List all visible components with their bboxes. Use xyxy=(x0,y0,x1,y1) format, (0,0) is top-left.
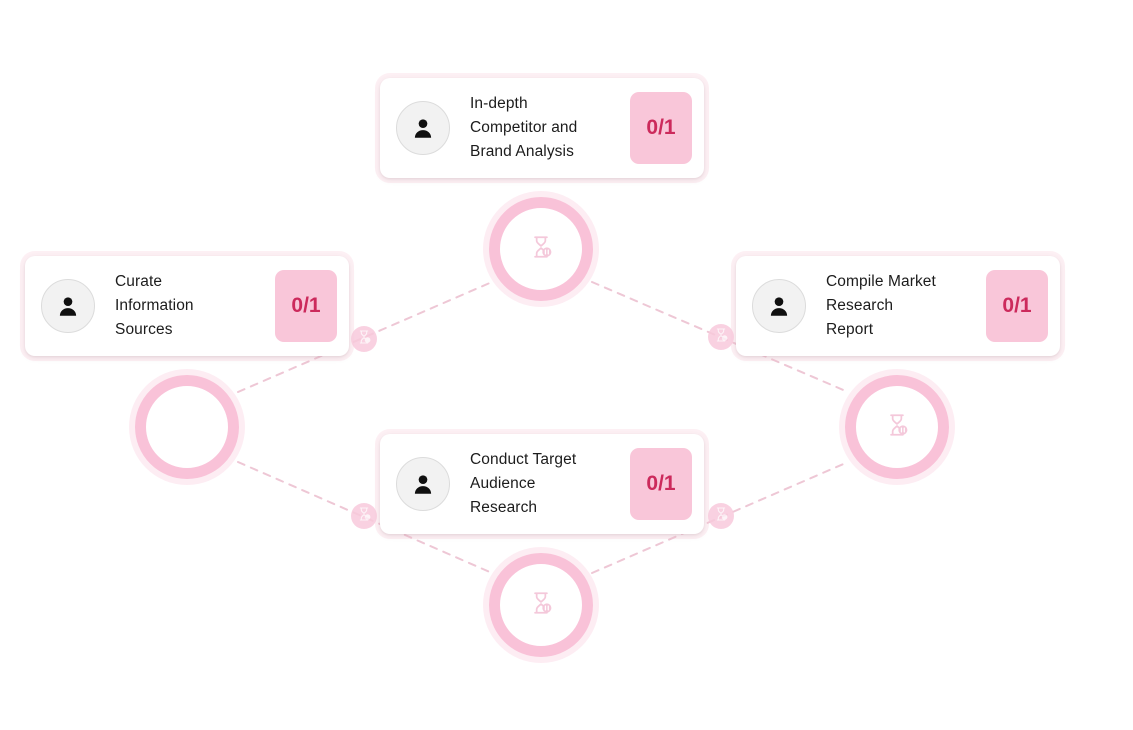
hourglass-icon xyxy=(884,412,910,443)
task-count-badge[interactable]: 0/1 xyxy=(986,270,1048,342)
avatar xyxy=(41,279,95,333)
gateway-start-left[interactable] xyxy=(135,375,239,479)
edge-badge-upper-right[interactable] xyxy=(708,324,734,350)
task-label: Curate Information Sources xyxy=(115,273,194,338)
person-icon xyxy=(766,293,792,319)
hourglass-icon xyxy=(528,234,554,265)
person-icon xyxy=(410,115,436,141)
person-icon xyxy=(55,293,81,319)
person-icon xyxy=(410,471,436,497)
gateway-ring-marker-dot xyxy=(539,212,543,216)
edge-badge-lower-left[interactable] xyxy=(351,503,377,529)
edge-left-to-bottom[interactable] xyxy=(237,461,493,574)
task-in-depth-competitor-and-brand-analysis[interactable]: In-depth Competitor and Brand Analysis 0/… xyxy=(380,78,704,178)
edge-badge-lower-right[interactable] xyxy=(708,503,734,529)
gateway-ring-marker-dot xyxy=(539,568,543,572)
gateway-ring-marker-dot xyxy=(895,390,899,394)
avatar xyxy=(396,457,450,511)
task-compile-market-research-report[interactable]: Compile Market Research Report 0/1 xyxy=(736,256,1060,356)
task-conduct-target-audience-research[interactable]: Conduct Target Audience Research 0/1 xyxy=(380,434,704,534)
gateway-ring xyxy=(845,375,949,479)
task-label: Compile Market Research Report xyxy=(826,273,936,338)
gateway-ring xyxy=(135,375,239,479)
task-count-badge[interactable]: 0/1 xyxy=(630,448,692,520)
gateway-right[interactable] xyxy=(845,375,949,479)
task-label: In-depth Competitor and Brand Analysis xyxy=(470,95,578,160)
avatar xyxy=(752,279,806,333)
gateway-bottom[interactable] xyxy=(489,553,593,657)
hourglass-icon xyxy=(713,506,729,527)
hourglass-icon xyxy=(356,329,372,350)
gateway-top[interactable] xyxy=(489,197,593,301)
gateway-ring-marker-dot xyxy=(185,390,189,394)
task-label: Conduct Target Audience Research xyxy=(470,451,577,516)
edge-left-to-top[interactable] xyxy=(237,281,493,393)
hourglass-icon xyxy=(713,327,729,348)
avatar xyxy=(396,101,450,155)
hourglass-icon xyxy=(528,590,554,621)
gateway-ring xyxy=(489,553,593,657)
hourglass-icon xyxy=(356,506,372,527)
task-count-badge[interactable]: 0/1 xyxy=(275,270,337,342)
task-count-badge[interactable]: 0/1 xyxy=(630,92,692,164)
gateway-ring xyxy=(489,197,593,301)
task-curate-information-sources[interactable]: Curate Information Sources 0/1 xyxy=(25,256,349,356)
edge-badge-upper-left[interactable] xyxy=(351,326,377,352)
